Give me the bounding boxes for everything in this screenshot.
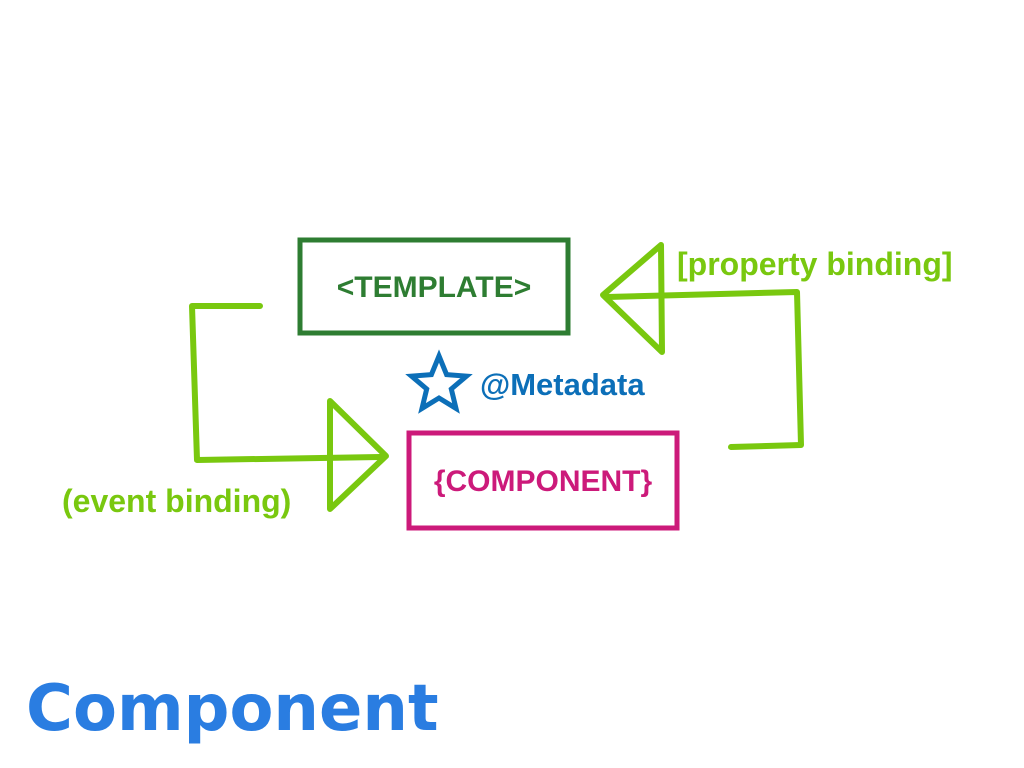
component-label: {COMPONENT}	[434, 465, 653, 498]
property-binding-arrowhead	[600, 242, 665, 355]
template-box	[297, 237, 571, 336]
event-binding-label: (event binding)	[62, 483, 291, 519]
event-binding-arrow: (event binding)	[62, 303, 389, 519]
star-icon	[405, 349, 473, 414]
template-node: <TEMPLATE>	[297, 237, 571, 336]
component-box	[406, 430, 680, 531]
metadata-node: @Metadata	[405, 349, 645, 414]
event-binding-path	[189, 303, 383, 463]
template-label: <TEMPLATE>	[337, 271, 531, 304]
property-binding-path	[604, 289, 804, 450]
component-node: {COMPONENT}	[406, 430, 680, 531]
slide-title: Component	[26, 672, 439, 746]
property-binding-arrow: [property binding]	[600, 242, 953, 450]
property-binding-label: [property binding]	[677, 246, 953, 282]
metadata-label: @Metadata	[480, 367, 645, 402]
event-binding-arrowhead	[327, 398, 389, 512]
